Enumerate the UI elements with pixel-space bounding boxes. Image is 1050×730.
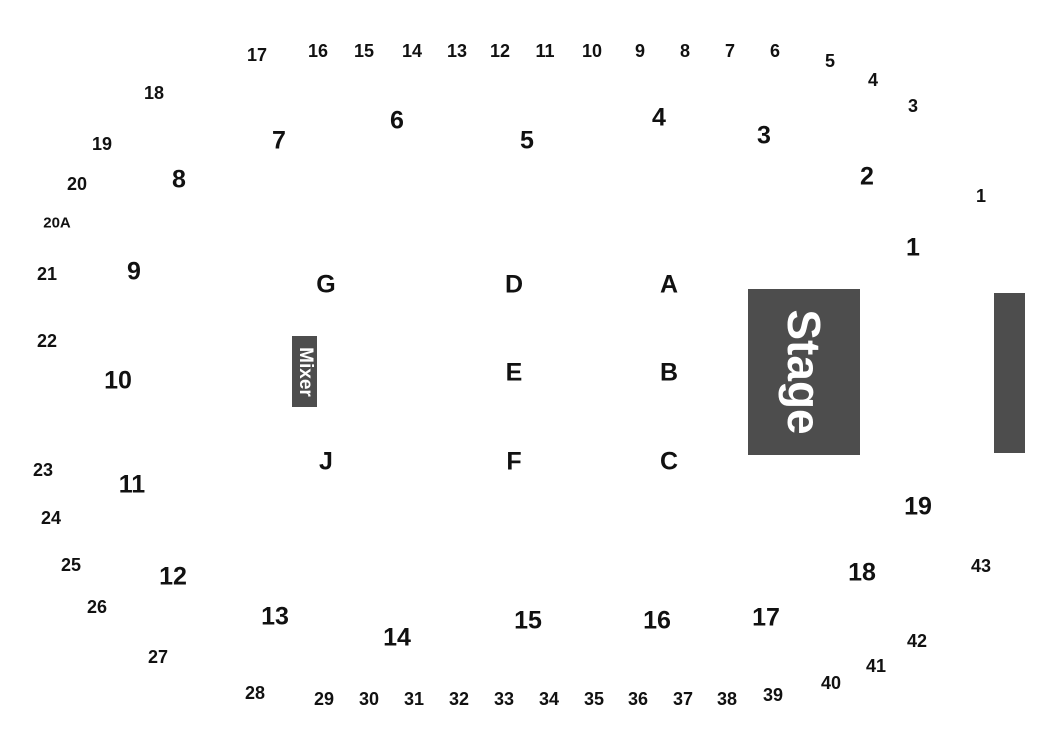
upper-section-32[interactable]: 32 [448, 689, 470, 709]
upper-section-10[interactable]: 10 [581, 41, 603, 61]
upper-section-16[interactable]: 16 [307, 41, 329, 61]
lower-section-13[interactable]: 13 [261, 602, 289, 631]
lower-section-6[interactable]: 6 [390, 106, 404, 135]
upper-section-36[interactable]: 36 [627, 689, 649, 709]
upper-section-43[interactable]: 43 [970, 556, 992, 576]
upper-section-11[interactable]: 11 [535, 41, 555, 61]
upper-section-7[interactable]: 7 [724, 41, 736, 61]
upper-section-14[interactable]: 14 [401, 41, 423, 61]
upper-section-1[interactable]: 1 [975, 186, 987, 206]
lower-section-7[interactable]: 7 [272, 126, 286, 155]
upper-section-26[interactable]: 26 [86, 597, 108, 617]
floor-section-g[interactable]: G [316, 270, 336, 299]
upper-section-39[interactable]: 39 [762, 685, 784, 705]
mixer-booth: Mixer [292, 336, 317, 407]
upper-section-21[interactable]: 21 [36, 264, 58, 284]
upper-section-15[interactable]: 15 [353, 41, 375, 61]
upper-section-37[interactable]: 37 [672, 689, 694, 709]
upper-section-33[interactable]: 33 [493, 689, 515, 709]
floor-section-j[interactable]: J [319, 447, 333, 476]
upper-section-28[interactable]: 28 [244, 683, 266, 703]
mixer-label: Mixer [294, 346, 316, 397]
upper-section-31[interactable]: 31 [403, 689, 425, 709]
stage-label: Stage [778, 309, 830, 435]
upper-section-8[interactable]: 8 [679, 41, 691, 61]
lower-section-15[interactable]: 15 [514, 606, 542, 635]
upper-section-18[interactable]: 18 [143, 83, 165, 103]
upper-section-19[interactable]: 19 [91, 134, 113, 154]
upper-section-22[interactable]: 22 [36, 331, 58, 351]
upper-section-6[interactable]: 6 [769, 41, 781, 61]
upper-section-4[interactable]: 4 [867, 70, 879, 90]
floor-section-c[interactable]: C [659, 447, 679, 476]
upper-section-9[interactable]: 9 [634, 41, 646, 61]
upper-section-38[interactable]: 38 [716, 689, 738, 709]
lower-section-18[interactable]: 18 [848, 558, 876, 587]
upper-section-25[interactable]: 25 [60, 555, 82, 575]
upper-section-35[interactable]: 35 [583, 689, 605, 709]
floor-section-d[interactable]: D [504, 270, 524, 299]
lower-section-19[interactable]: 19 [904, 492, 932, 521]
upper-section-41[interactable]: 41 [865, 656, 887, 676]
upper-section-13[interactable]: 13 [446, 41, 468, 61]
upper-section-30[interactable]: 30 [358, 689, 380, 709]
floor-section-f[interactable]: F [506, 447, 522, 476]
upper-section-5[interactable]: 5 [824, 51, 836, 71]
lower-section-2[interactable]: 2 [860, 162, 874, 191]
upper-section-17[interactable]: 17 [246, 45, 268, 65]
stage: Stage [748, 289, 860, 455]
upper-section-23[interactable]: 23 [32, 460, 54, 480]
floor-section-b[interactable]: B [659, 358, 679, 387]
lower-section-16[interactable]: 16 [643, 606, 671, 635]
floor-section-e[interactable]: E [505, 358, 523, 387]
lower-section-17[interactable]: 17 [752, 603, 780, 632]
lower-section-14[interactable]: 14 [383, 623, 411, 652]
upper-section-29[interactable]: 29 [313, 689, 335, 709]
upper-section-20a[interactable]: 20A [43, 214, 71, 232]
lower-section-3[interactable]: 3 [757, 121, 771, 150]
side-stage-block [994, 293, 1025, 453]
upper-section-42[interactable]: 42 [906, 631, 928, 651]
lower-section-1[interactable]: 1 [906, 233, 920, 262]
lower-section-4[interactable]: 4 [652, 103, 666, 132]
upper-section-3[interactable]: 3 [907, 96, 919, 116]
upper-section-20[interactable]: 20 [66, 174, 88, 194]
lower-section-9[interactable]: 9 [127, 257, 141, 286]
upper-section-12[interactable]: 12 [489, 41, 511, 61]
lower-section-8[interactable]: 8 [172, 165, 186, 194]
floor-section-a[interactable]: A [659, 270, 679, 299]
lower-section-5[interactable]: 5 [520, 126, 534, 155]
upper-section-27[interactable]: 27 [147, 647, 169, 667]
upper-section-40[interactable]: 40 [820, 673, 842, 693]
lower-section-11[interactable]: 11 [118, 470, 146, 499]
upper-section-34[interactable]: 34 [538, 689, 560, 709]
lower-section-10[interactable]: 10 [104, 366, 132, 395]
lower-section-12[interactable]: 12 [159, 562, 187, 591]
upper-section-24[interactable]: 24 [40, 508, 62, 528]
